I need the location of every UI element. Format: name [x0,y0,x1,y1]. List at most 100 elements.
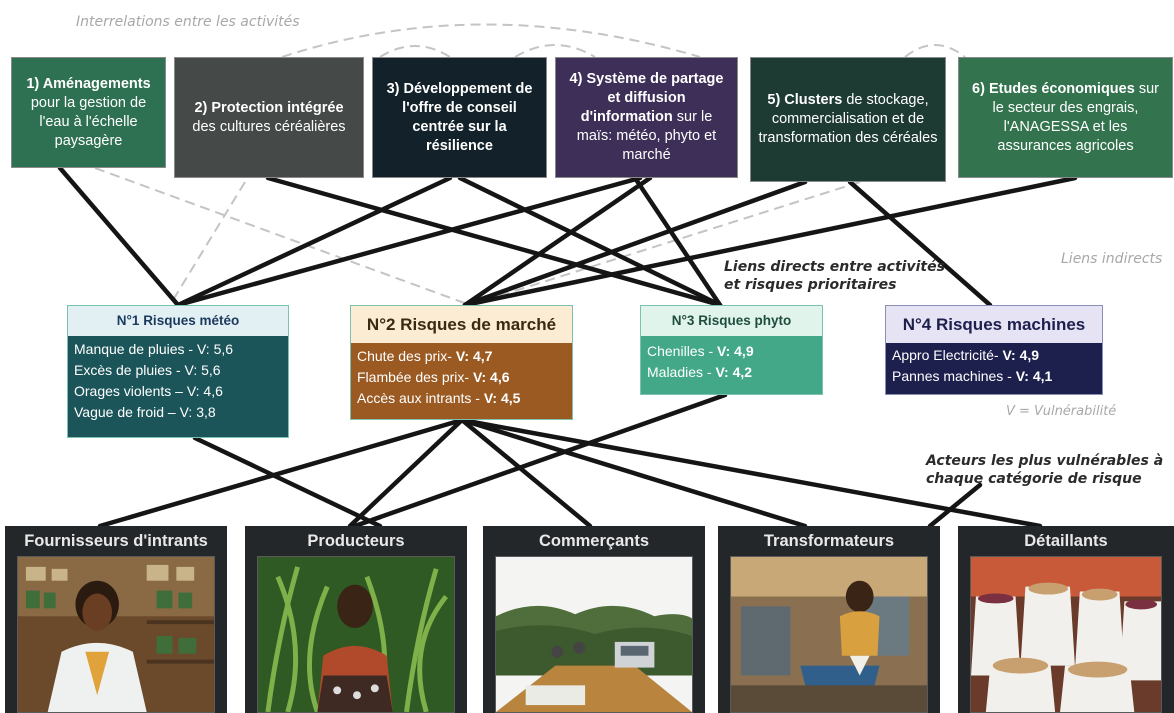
risk-item-value: V: 4,1 [1015,368,1053,384]
interrelation-arc [514,44,596,58]
direct-link [847,179,993,308]
interrelation-arc [904,44,966,58]
activity-title: 5) Clusters [767,92,843,108]
risk-item: Flambée des prix- V: 4,6 [357,367,566,388]
direct-link [462,175,1078,308]
direct-link [175,175,453,308]
actors-note-line2: chaque catégorie de risque [926,471,1142,487]
actor-label: Fournisseurs d'intrants [24,532,208,550]
risk-items: Manque de pluies - V: 5,6 Excès de pluie… [68,336,288,437]
risk-item-value: V: 4,5 [483,390,521,406]
shop-icon [17,556,215,713]
risk-item: Accès aux intrants - V: 4,5 [357,388,566,409]
risk-item-value: V: 4,7 [455,348,493,364]
risk-items: Chute des prix- V: 4,7 Flambée des prix-… [351,343,572,419]
direct-link [192,435,383,529]
risk-item-label: Flambée des prix- [357,369,473,385]
activity-box-3: 3) Développement de l'offre de conseil c… [372,57,547,178]
risk-item-label: Maladies - [647,364,716,380]
road-truck-icon [495,556,693,713]
direct-link [462,175,653,308]
activity-title: 2) Protection intégrée [194,99,344,116]
risk-title: N°2 Risques de marché [351,306,572,343]
activity-title: 3) Développement de l'offre de conseil c… [386,80,533,154]
risk-item-label: Chute des prix- [357,348,456,364]
interrelations-note: Interrelations entre les activités [76,14,300,30]
risk-item-label: Chenilles - [647,343,718,359]
activity-box-6: 6) Etudes économiques sur le secteur des… [958,57,1173,178]
actors-note-line1: Acteurs les plus vulnérables à [926,453,1164,469]
risk-item-label: Accès aux intrants - [357,390,484,406]
activity-box-4: 4) Système de partage et diffusion d'inf… [555,57,738,178]
interrelation-arc [281,23,701,58]
activity-text: sur le maïs: météo, phyto et marché [576,109,717,163]
activity-title: 1) Aménagements [26,75,151,92]
actor-label: Transformateurs [763,532,895,550]
risk-item: Chenilles - V: 4,9 [647,341,816,362]
direct-link [459,417,808,529]
risk-box-meteo: N°1 Risques météo Manque de pluies - V: … [67,305,289,438]
activity-text: des cultures céréalières [192,118,346,135]
activity-text: sur le secteur des engrais, l'ANAGESSA e… [992,80,1159,154]
risk-title: N°1 Risques météo [68,306,288,336]
actor-fournisseurs: Fournisseurs d'intrants [5,526,227,713]
activity-text: de stockage, commercialisation et de tra… [758,92,938,146]
direct-link [462,179,808,308]
activity-title: 4) Système de partage et diffusion d'inf… [569,71,724,125]
direct-links-note-line1: Liens directs entre activités [724,259,945,275]
actor-label: Producteurs [307,532,405,550]
risk-box-marche: N°2 Risques de marché Chute des prix- V:… [350,305,573,420]
risk-title: N°3 Risques phyto [641,306,822,336]
activity-text: pour la gestion de l'eau à l'échelle pay… [30,94,147,149]
grain-sacks-icon [970,556,1162,713]
risk-title: N°4 Risques machines [886,306,1102,343]
indirect-links-note: Liens indirects [1061,251,1163,267]
direct-link [57,165,181,308]
risk-item-value: V: 4,9 [1002,347,1040,363]
risk-item: Appro Electricité- V: 4,9 [892,345,1096,366]
direct-links-note: Liens directs entre activités et risques… [724,258,964,294]
direct-link [265,175,723,308]
direct-link [459,417,1043,529]
direct-link [459,417,593,529]
risk-item: Manque de pluies - V: 5,6 [74,341,234,357]
actors-note: Acteurs les plus vulnérables à chaque ca… [926,452,1170,488]
direct-link [457,175,723,308]
actor-commercants: Commerçants [483,526,705,713]
risk-item: Pannes machines - V: 4,1 [892,366,1096,387]
direct-link [632,175,723,308]
risk-item: Maladies - V: 4,2 [647,362,816,383]
actor-label: Commerçants [538,532,650,550]
direct-link [352,392,728,529]
indirect-link [169,181,246,306]
vulnerability-legend: V = Vulnérabilité [1006,404,1117,419]
risk-box-phyto: N°3 Risques phyto Chenilles - V: 4,9 Mal… [640,305,823,395]
risk-item-label: Pannes machines - [892,368,1016,384]
direct-link [175,175,643,308]
risk-item-value: V: 4,2 [715,364,753,380]
actor-detaillants: Détaillants [958,526,1174,713]
risk-item: Vague de froid – V: 3,8 [74,404,216,420]
mill-icon [730,556,928,713]
risk-item-label: Appro Electricité- [892,347,1003,363]
direct-link [927,482,983,529]
activity-box-2: 2) Protection intégrée des cultures céré… [174,57,364,178]
direct-links-note-line2: et risques prioritaires [724,277,897,293]
direct-link [97,417,465,529]
activity-box-1: 1) Aménagements pour la gestion de l'eau… [11,57,166,168]
actor-transformateurs: Transformateurs [718,526,940,713]
indirect-link [469,181,861,306]
activity-title: 6) Etudes économiques [972,80,1135,97]
risk-item: Chute des prix- V: 4,7 [357,346,566,367]
risk-item-value: V: 4,9 [717,343,754,359]
actor-label: Détaillants [1024,532,1108,550]
risk-item-value: V: 4,6 [472,369,510,385]
actor-producteurs: Producteurs [245,526,467,713]
direct-link [347,417,465,529]
risk-box-machines: N°4 Risques machines Appro Electricité- … [885,305,1103,395]
interrelation-arc [379,45,451,58]
risk-item: Excès de pluies - V: 5,6 [74,362,221,378]
risk-items: Chenilles - V: 4,9 Maladies - V: 4,2 [641,336,822,394]
activity-box-5: 5) Clusters de stockage, commercialisati… [750,57,946,182]
